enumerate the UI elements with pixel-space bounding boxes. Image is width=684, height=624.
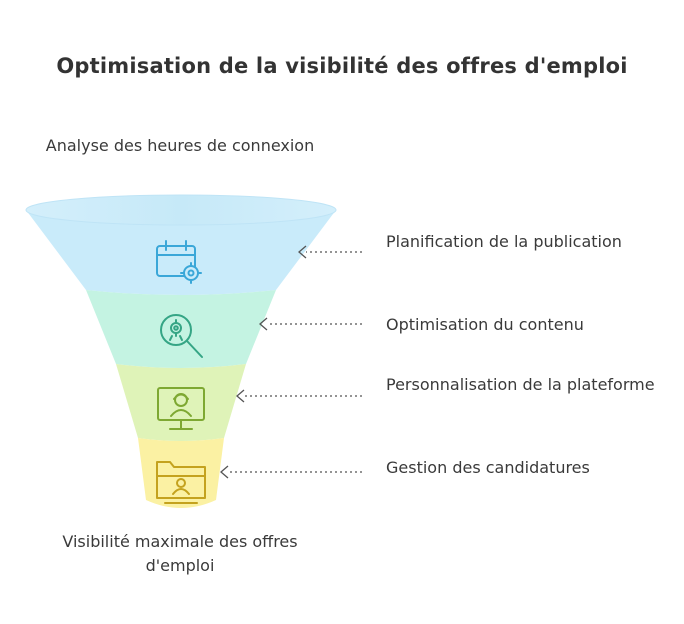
step-label-optimisation: Optimisation du contenu [386,315,584,334]
step-label-gestion: Gestion des candidatures [386,458,590,477]
funnel-segment-1 [26,210,336,295]
folder-person-icon [156,461,206,504]
diagram-title: Optimisation de la visibilité des offres… [56,54,628,78]
funnel-segment-3 [116,364,246,441]
connector-1 [298,245,362,259]
monitor-person-icon [157,387,205,430]
funnel-segment-4 [138,438,224,508]
step-label-personnalisation: Personnalisation de la plateforme [386,375,655,394]
funnel-bottom-label: Visibilité maximale des offres d'emploi [62,532,298,575]
connector-2 [259,317,362,331]
connector-3 [236,389,362,403]
connector-4 [220,465,362,479]
magnifier-gear-icon [160,314,203,358]
funnel-top-label: Analyse des heures de connexion [45,136,315,155]
calendar-gear-icon [156,240,202,284]
funnel-rim [25,194,337,226]
step-label-planification: Planification de la publication [386,232,622,251]
